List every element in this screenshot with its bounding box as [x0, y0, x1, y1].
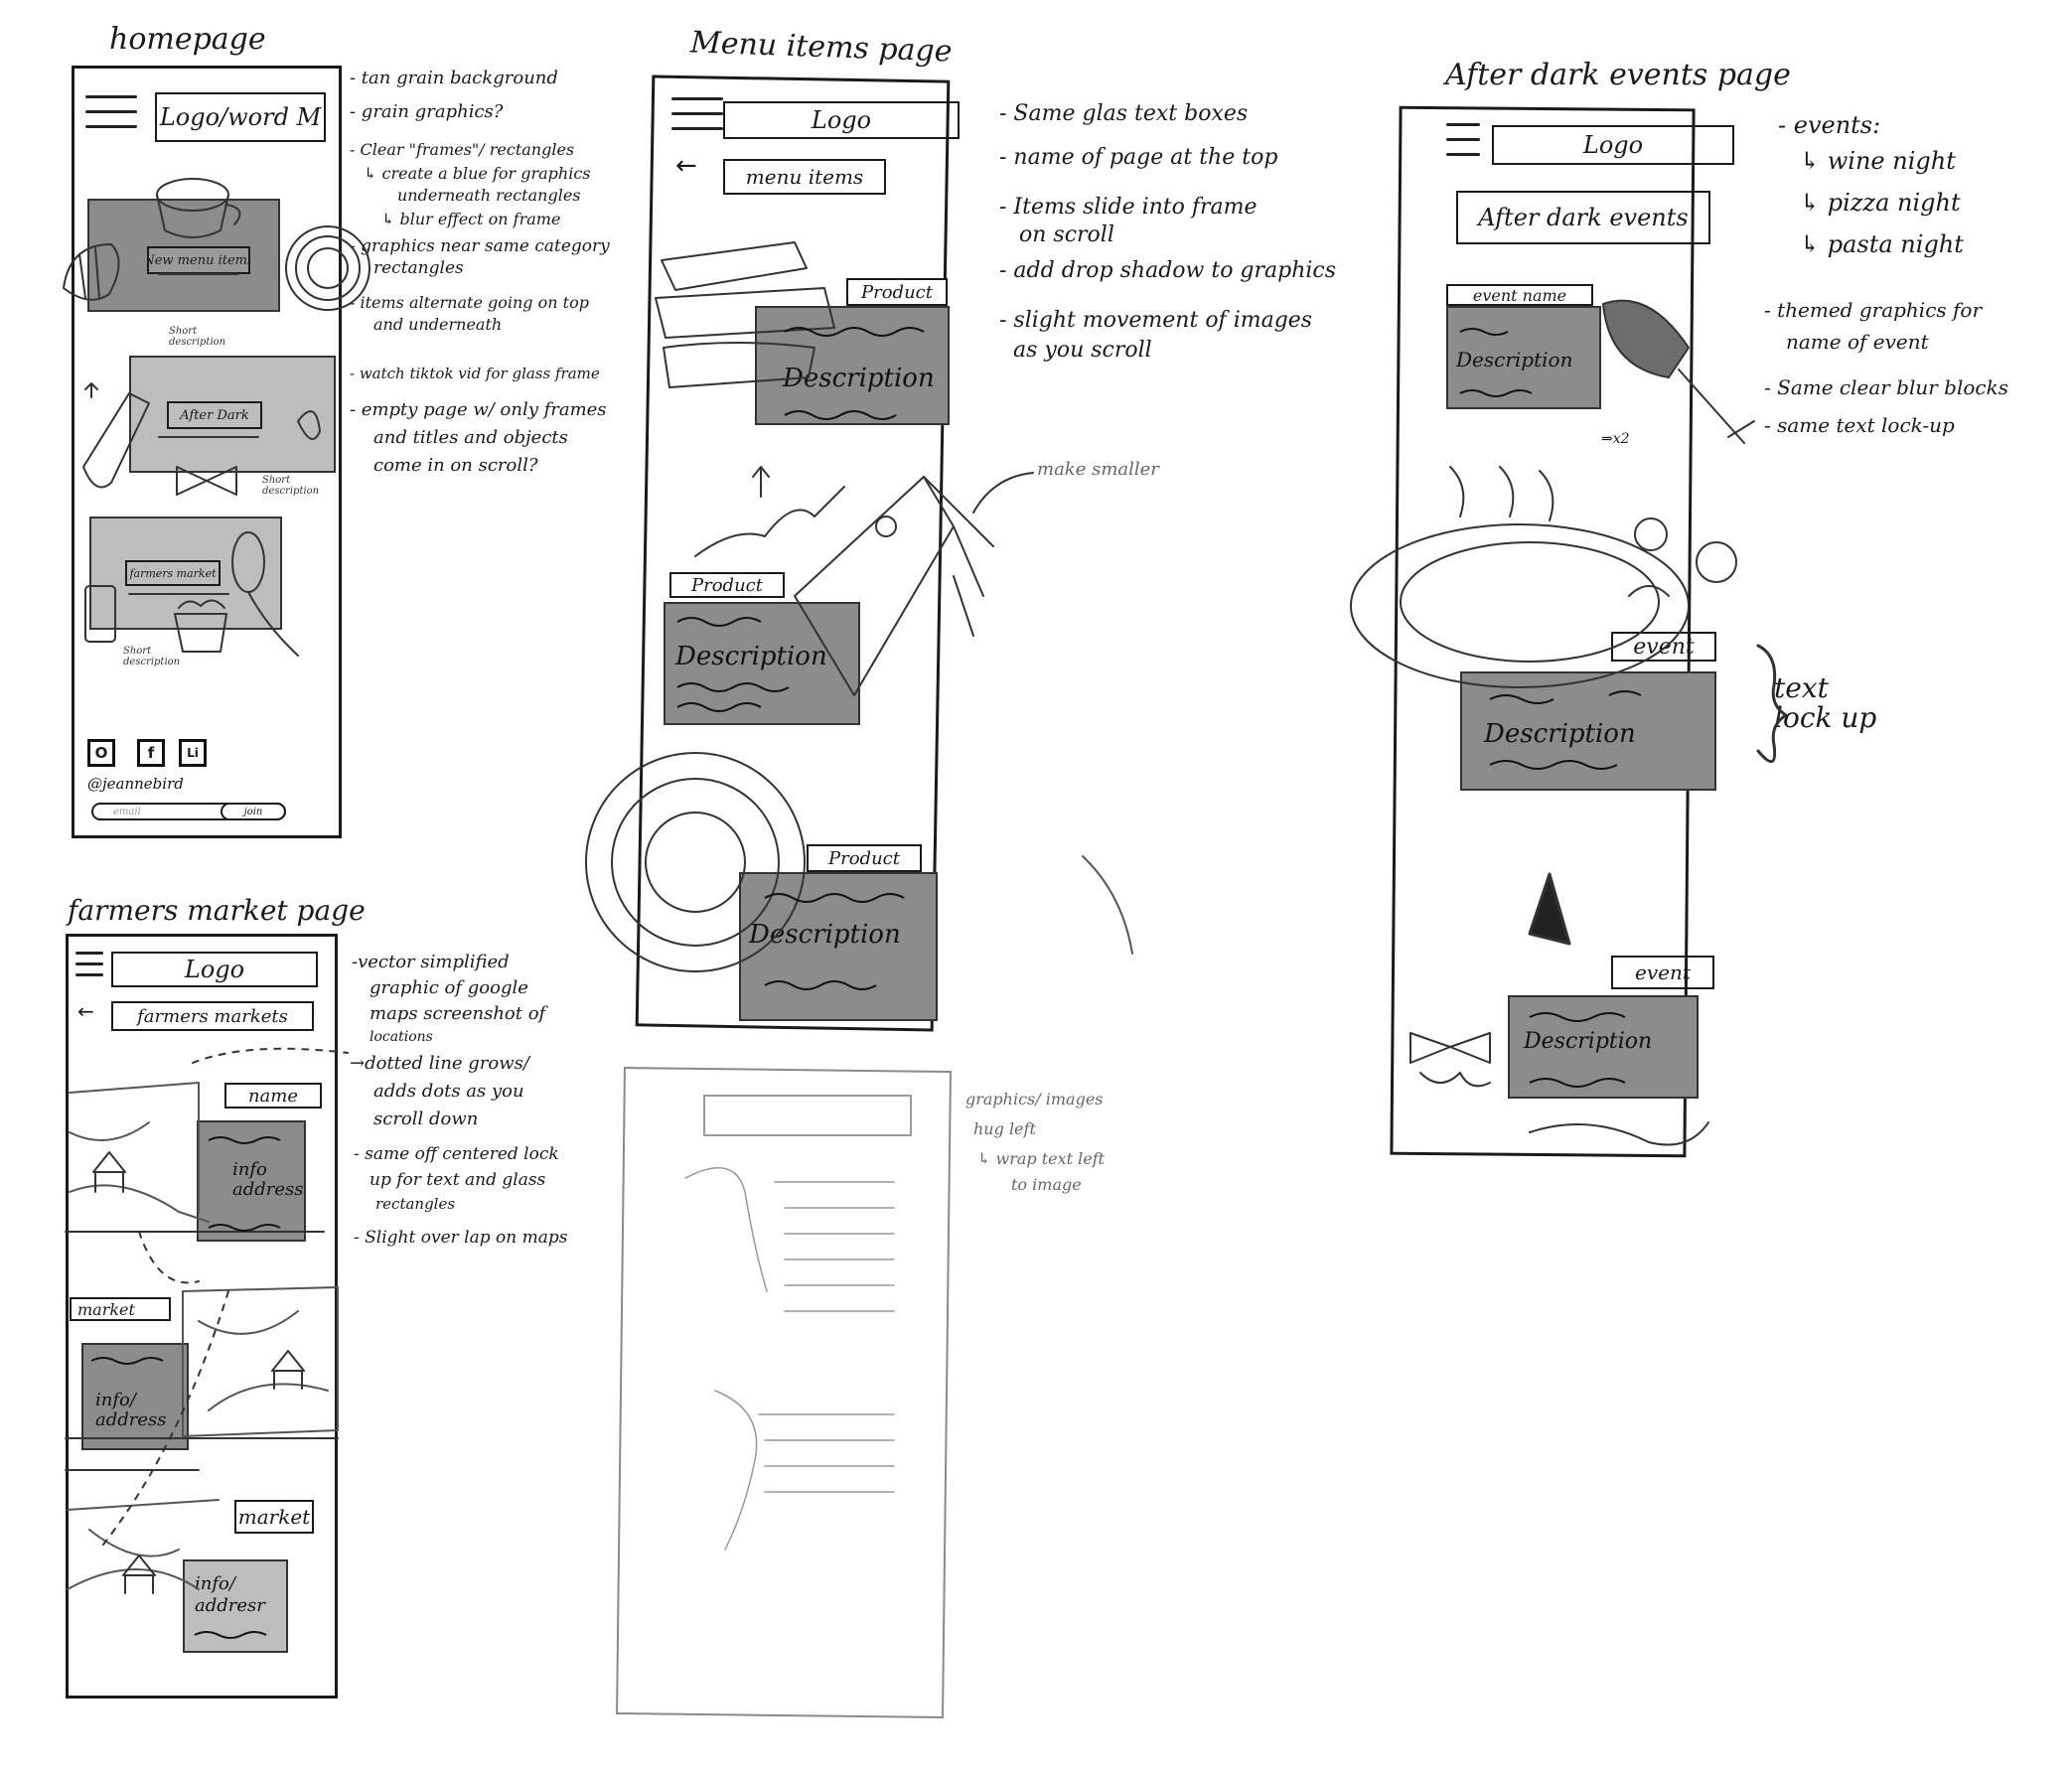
coffee-cup-icon [157, 179, 239, 237]
can-icon [85, 586, 115, 642]
pie-icon [586, 753, 805, 971]
croissant-icon [64, 244, 119, 300]
pepper-icon [298, 411, 320, 439]
shrimp-icon [1629, 586, 1669, 596]
arrow-up-icon [85, 383, 97, 397]
pasta-icon [1410, 1033, 1490, 1063]
popcorn-icon [175, 600, 226, 652]
balloon-icon [232, 532, 298, 656]
map-pin-icon [272, 1351, 304, 1389]
sandwich-icon [656, 242, 834, 387]
cake-icon [795, 477, 993, 695]
map-icon [68, 1083, 338, 1589]
mushroom-icon [1635, 518, 1667, 550]
pasta-plate-icon [1351, 467, 1689, 687]
pizza-slice-icon [1530, 874, 1569, 944]
tomato-icon [1697, 542, 1736, 582]
wine-glass-icon [1603, 301, 1754, 443]
map-pin-icon [123, 1555, 155, 1593]
bottle-icon [83, 393, 149, 487]
pasta-icon [177, 467, 236, 495]
pie-icon [286, 226, 370, 310]
